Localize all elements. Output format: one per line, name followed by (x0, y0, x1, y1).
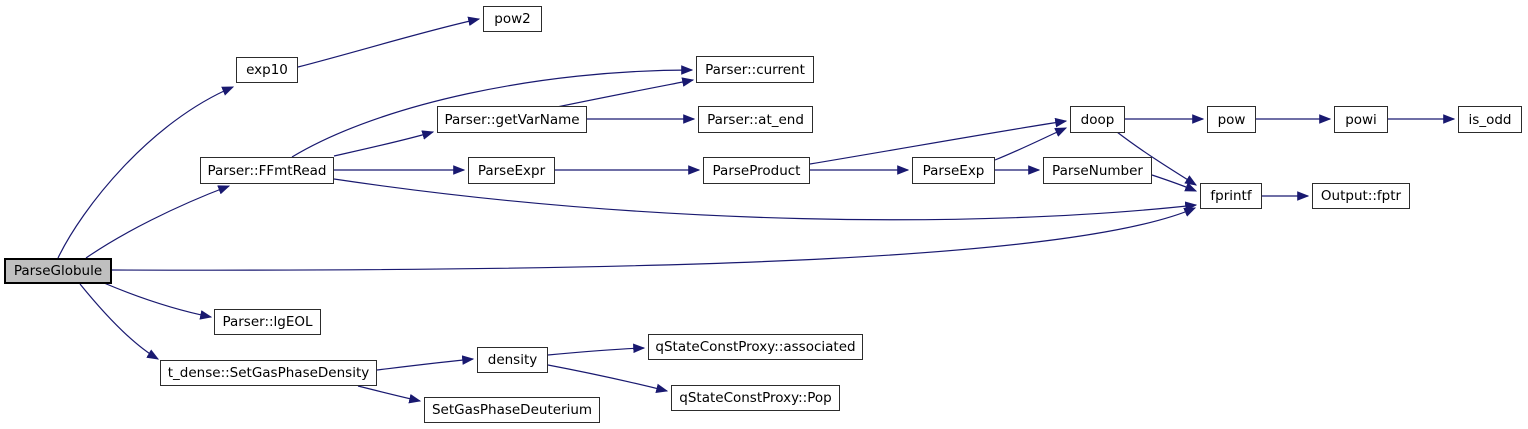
edge-getvarname-current (556, 77, 695, 108)
edge-parseexp-doop (994, 127, 1068, 161)
edge-ffmtread-getvarname (333, 130, 435, 157)
node-parse-globule: ParseGlobule (4, 258, 112, 284)
node-powi[interactable]: powi (1334, 106, 1388, 133)
edge-parseglobule-fprintf (111, 207, 1197, 271)
node-density[interactable]: density (477, 347, 548, 373)
node-parse-number[interactable]: ParseNumber (1043, 157, 1152, 184)
node-exp10[interactable]: exp10 (236, 57, 298, 83)
edge-parseglobule-lgeol (103, 282, 213, 320)
edge-setgasphasedensity-deuterium (357, 385, 422, 404)
node-is-odd[interactable]: is_odd (1458, 106, 1522, 133)
edge-parseproduct-doop (809, 117, 1068, 165)
node-qstateconstproxy-pop[interactable]: qStateConstProxy::Pop (671, 385, 840, 411)
edge-density-associated (547, 343, 646, 356)
node-parser-lgeol[interactable]: Parser::lgEOL (214, 309, 321, 335)
node-output-fptr[interactable]: Output::fptr (1312, 183, 1410, 209)
node-t-dense-setgasphasedensity[interactable]: t_dense::SetGasPhaseDensity (160, 360, 377, 386)
edge-parsenumber-fprintf (1151, 174, 1198, 192)
edge-parseglobule-setgasphasedensity (79, 283, 160, 360)
node-pow2[interactable]: pow2 (483, 6, 542, 32)
node-parse-exp[interactable]: ParseExp (912, 157, 995, 184)
node-setgasphasedeuterium[interactable]: SetGasPhaseDeuterium (424, 397, 600, 423)
edge-parseglobule-exp10 (57, 86, 235, 259)
node-parse-product[interactable]: ParseProduct (703, 157, 810, 184)
node-fprintf[interactable]: fprintf (1200, 183, 1262, 209)
node-parser-at-end[interactable]: Parser::at_end (698, 106, 813, 133)
node-parser-ffmtread[interactable]: Parser::FFmtRead (200, 157, 334, 184)
node-parse-expr[interactable]: ParseExpr (468, 157, 555, 184)
edge-exp10-pow2 (297, 16, 481, 68)
edge-ffmtread-fprintf (333, 178, 1198, 221)
edge-parseglobule-ffmtread (85, 185, 231, 259)
node-doop[interactable]: doop (1070, 106, 1125, 133)
node-parser-current[interactable]: Parser::current (696, 56, 814, 83)
node-qstateconstproxy-associated[interactable]: qStateConstProxy::associated (648, 334, 863, 360)
edge-setgasphasedensity-density (376, 355, 475, 371)
node-parser-getvarname[interactable]: Parser::getVarName (437, 106, 587, 133)
edge-doop-fprintf (1116, 131, 1198, 186)
edge-density-pop (547, 364, 669, 394)
edge-ffmtread-current (291, 65, 694, 158)
node-pow[interactable]: pow (1207, 106, 1256, 133)
